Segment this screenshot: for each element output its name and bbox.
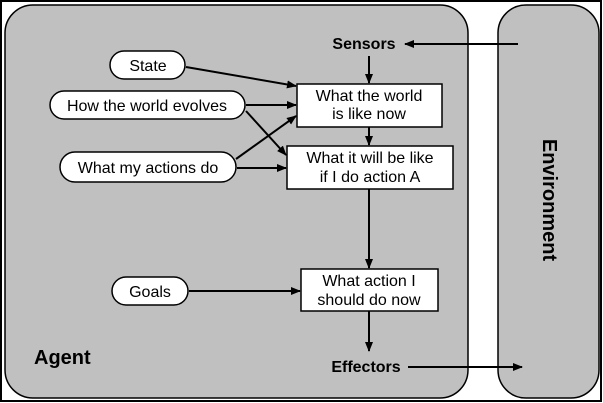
arrows [185,40,523,371]
world-evolves-label: How the world evolves [67,98,227,115]
arrow-actions-to-world [235,115,297,160]
arrow-evolves-to-willbe [245,110,287,156]
state-label: State [129,58,166,75]
goals-oval [111,276,189,306]
action-now-line2: should do now [317,292,421,309]
world-now-line1: What the world [316,88,423,105]
action-now-box [300,268,439,312]
world-now-line2: is like now [332,106,406,123]
action-now-line1: What action I [322,273,415,290]
actions-do-oval [59,151,237,183]
goals-label: Goals [129,284,171,301]
will-be-like-line1: What it will be like [306,150,433,167]
effectors-label: Effectors [331,359,400,376]
arrow-state-to-world [185,66,297,89]
agent-panel [4,4,469,399]
agent-label: Agent [34,347,91,369]
actions-do-label: What my actions do [78,160,219,177]
environment-panel [497,4,600,399]
will-be-like-line2: if I do action A [320,169,421,186]
state-oval [109,50,186,80]
world-now-box [296,83,443,128]
world-evolves-oval [49,90,246,120]
environment-label: Environment [538,139,560,262]
sensors-label: Sensors [332,36,395,53]
